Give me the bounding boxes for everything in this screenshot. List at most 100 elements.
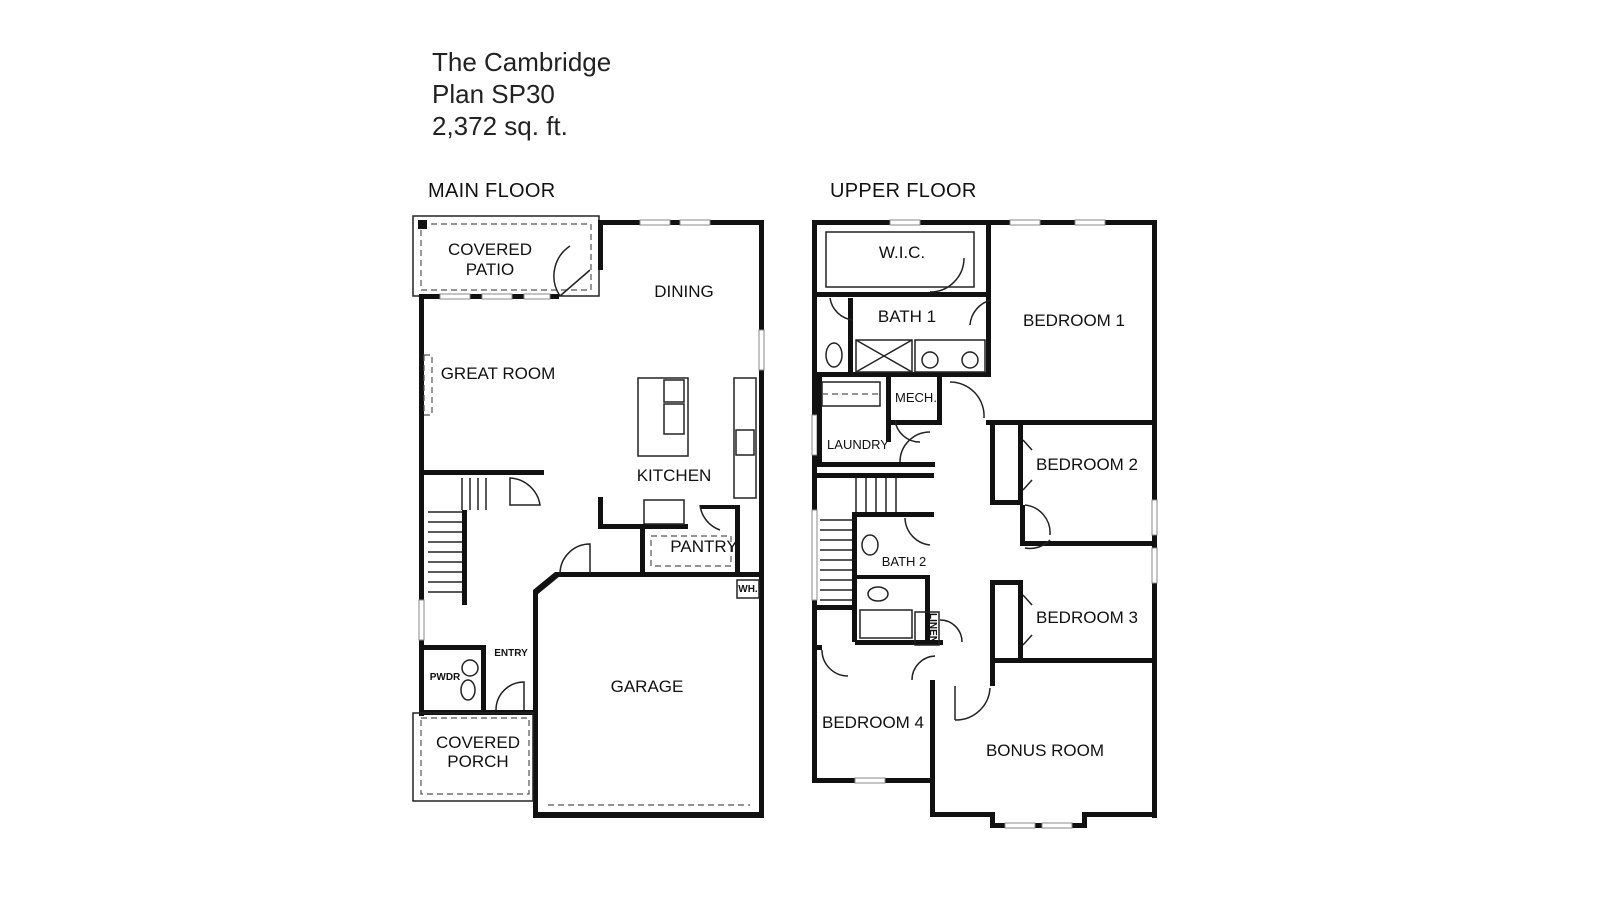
fireplace: [423, 354, 433, 416]
pantry-label: PANTRY: [670, 537, 737, 556]
mech-south-wall: [886, 420, 941, 425]
front-door-swing: [495, 681, 525, 711]
dining-label: DINING: [654, 282, 714, 301]
pantry-shelves: [650, 535, 732, 567]
kitchen-wall-stub: [598, 497, 603, 527]
mech-west-wall: [886, 377, 891, 442]
bath1-wc-wall: [848, 298, 853, 373]
wc-door-swing: [829, 297, 854, 321]
pantry-west-wall: [640, 524, 645, 576]
plan-area: 2,372 sq. ft.: [432, 111, 568, 141]
bath2-label: BATH 2: [882, 554, 927, 569]
bedroom3-door-swing: [1024, 539, 1051, 550]
bath1-vanity: [914, 339, 986, 373]
bonus-south-wall-a: [930, 812, 992, 817]
wh-label: WH.: [738, 584, 758, 595]
bedroom2-closet-west: [990, 425, 995, 503]
pantry-north-wall: [700, 505, 740, 509]
bath1-sink: [921, 351, 939, 369]
bedroom4-closet-door-swing: [821, 649, 849, 677]
entry-label: ENTRY: [494, 648, 528, 659]
window: [1151, 499, 1158, 536]
covered-patio-label-2: PATIO: [466, 260, 515, 279]
bedroom2-closet-south: [990, 500, 1020, 505]
stair-north-wall: [424, 470, 544, 475]
refrigerator: [643, 499, 685, 525]
closet-door-swing: [509, 477, 541, 506]
main-floor-label: MAIN FLOOR: [428, 180, 556, 202]
linen-closet: [914, 611, 940, 646]
bath1-south-wall: [817, 372, 991, 377]
bath2-tub: [859, 609, 913, 639]
window: [679, 219, 711, 226]
upper-floor-label: UPPER FLOOR: [830, 180, 977, 202]
bay-west: [990, 812, 995, 828]
wic-label: W.I.C.: [879, 243, 925, 262]
window: [1151, 547, 1158, 584]
covered-patio-dashed: [420, 223, 592, 291]
bedroom2-closet-doors: [1022, 439, 1033, 491]
bonus-south-wall-b: [1086, 812, 1157, 817]
bay-south: [990, 823, 1087, 828]
laundry-south-wall: [817, 462, 935, 467]
water-heater: [736, 579, 760, 599]
bonus-step-wall: [930, 778, 935, 814]
bath1-sink: [961, 351, 979, 369]
bedroom2-south-wall: [1020, 541, 1157, 546]
bonus-door-swing: [954, 687, 991, 721]
bedroom3-closet-doors: [1022, 594, 1033, 646]
kitchen-label: KITCHEN: [637, 466, 712, 485]
pwdr-toilet: [460, 679, 476, 701]
bedroom3-south-wall: [990, 658, 1157, 663]
wic-shelving: [825, 231, 975, 288]
garage-entry-door-swing: [559, 543, 591, 575]
bedroom2-door-jamb: [1020, 505, 1025, 545]
linen-door-swing: [939, 619, 963, 643]
bath1-door-swing: [969, 299, 992, 326]
window: [1041, 822, 1073, 829]
island-sink: [663, 379, 685, 403]
bath1-toilet: [825, 342, 843, 368]
bedroom3-closet-north: [990, 580, 1020, 585]
covered-patio-label-1: COVERED: [448, 240, 532, 259]
covered-porch-outline: [412, 712, 534, 802]
stairs-upper: [820, 478, 897, 601]
island-dishwasher: [663, 403, 685, 435]
bedroom1-door-swing: [949, 381, 985, 419]
covered-porch-dashed: [420, 717, 530, 795]
bath1-shower: [855, 339, 913, 373]
bedroom3-label: BEDROOM 3: [1036, 608, 1138, 627]
bedroom1-label: BEDROOM 1: [1023, 311, 1125, 330]
patio-door: [559, 269, 591, 297]
laundry-west: [817, 375, 822, 465]
patio-post: [418, 220, 427, 229]
bedroom3-closet-east: [1018, 580, 1023, 660]
bath2-door-swing: [904, 517, 931, 546]
window: [439, 293, 471, 300]
plan-name: The Cambridge: [432, 47, 612, 77]
laundry-door-swing: [899, 431, 931, 463]
upper-west-wall: [812, 220, 817, 782]
bedroom2-door-swing: [1024, 504, 1051, 536]
bedroom4-east-wall: [930, 680, 935, 780]
stair-north-wall-upper: [812, 473, 934, 478]
bedroom4-label: BEDROOM 4: [822, 713, 924, 732]
window: [418, 599, 425, 641]
bath2-divider: [857, 575, 927, 579]
window: [854, 777, 886, 784]
main-west-wall: [419, 296, 424, 716]
window: [1009, 219, 1041, 226]
bonus-room-label: BONUS ROOM: [986, 741, 1104, 760]
bedroom1-west-wall: [986, 220, 991, 375]
dining-west-wall: [598, 220, 603, 270]
wic-south-wall: [817, 292, 991, 297]
bedroom2-closet-east: [1018, 425, 1023, 505]
kitchen-counter: [733, 377, 757, 499]
upper-north-wall: [812, 220, 1157, 225]
garage-label: GARAGE: [611, 677, 684, 696]
covered-porch-label-2: PORCH: [447, 752, 508, 771]
window: [523, 293, 551, 300]
pwdr-east-wall: [481, 645, 486, 715]
mech-east-wall: [937, 377, 942, 425]
